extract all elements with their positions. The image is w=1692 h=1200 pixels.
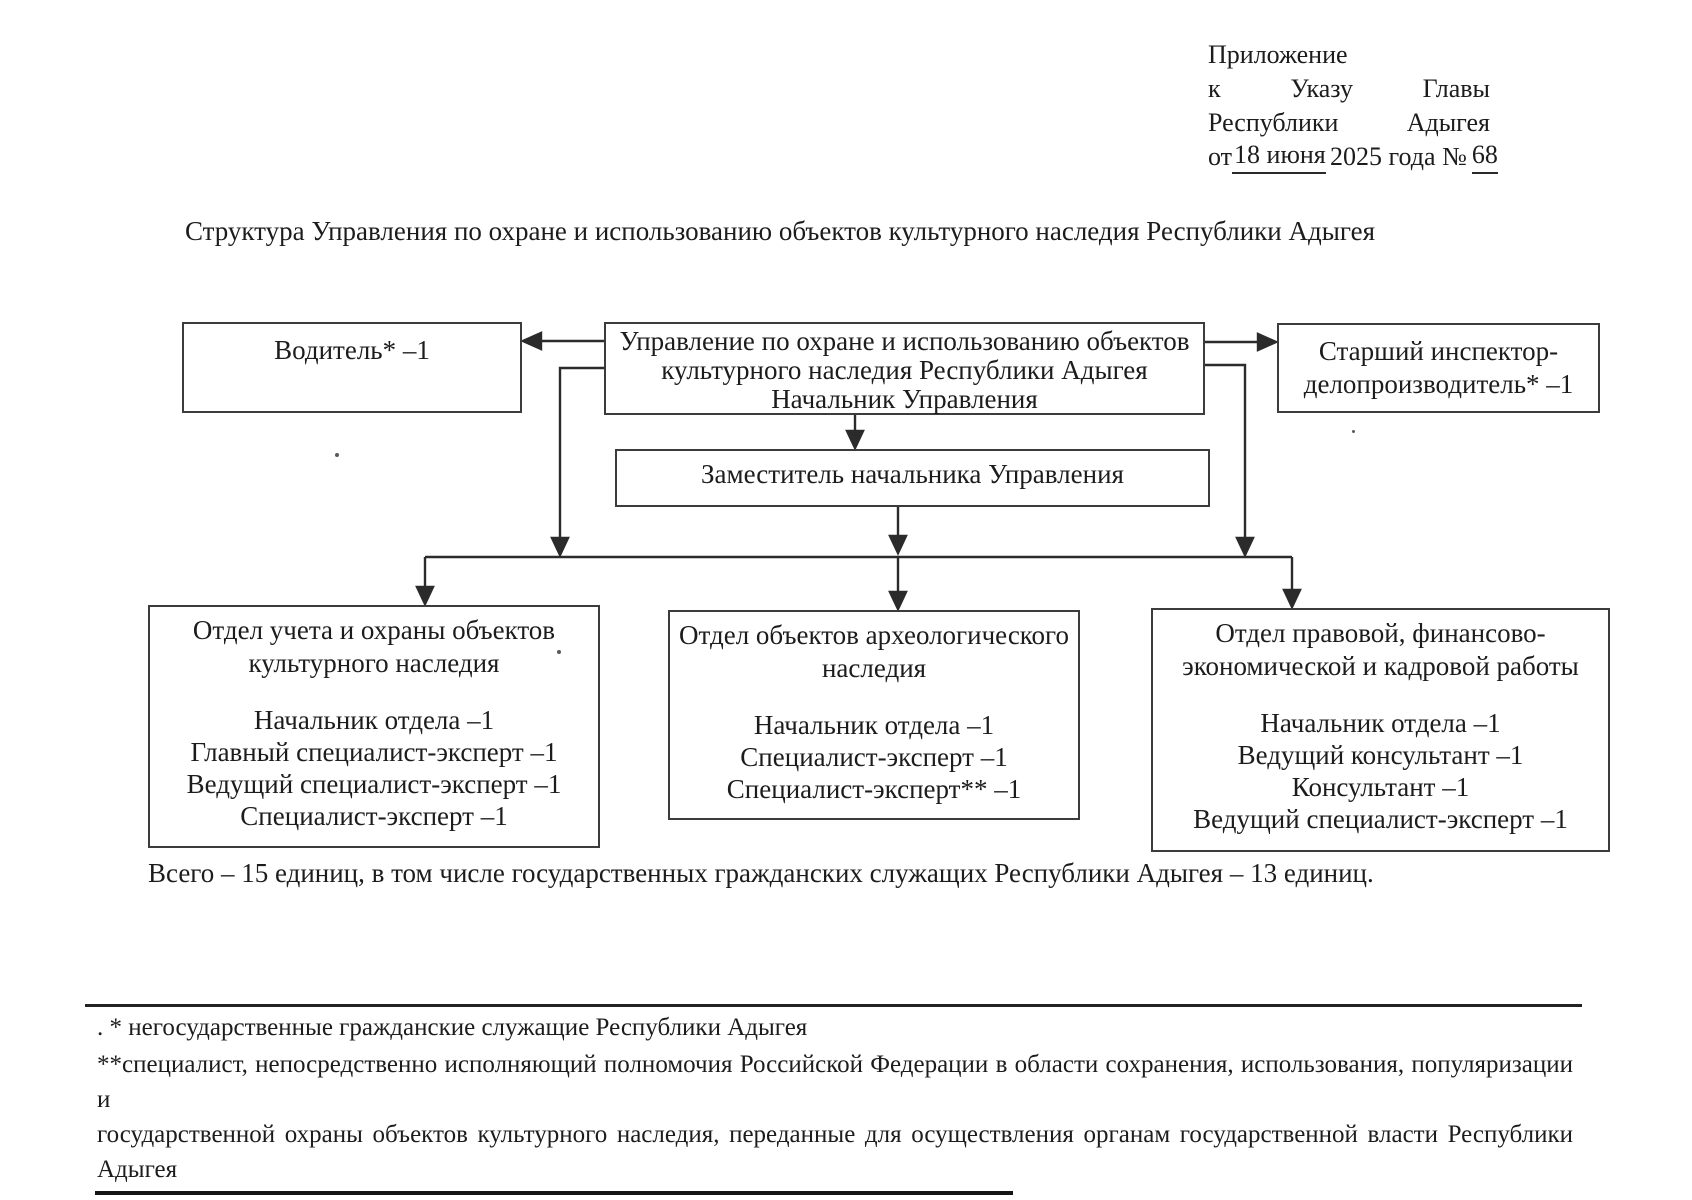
node-administration-head: Управление по охране и использованию объ… — [604, 322, 1205, 415]
dept-title: Отдел правовой, финансово- экономической… — [1153, 617, 1608, 683]
position-line: Начальник отдела –1 — [753, 710, 995, 740]
scan-speck — [557, 650, 561, 654]
dept-title-line: Отдел учета и охраны объектов — [192, 615, 556, 645]
decree-word: Республики — [1208, 108, 1339, 137]
dept-title-line: наследия — [821, 653, 927, 683]
node-clerk-line: Старший инспектор- — [1318, 336, 1559, 366]
connector-root-left-drop — [550, 366, 604, 558]
footnote-2-line: **специалист, непосредственно исполняющи… — [97, 1051, 1573, 1113]
connector-deputy-to-dept-archaeology — [888, 507, 908, 612]
scan-artifact-bar — [95, 1191, 1013, 1195]
dept-title-line: культурного наследия — [248, 648, 500, 678]
page-title: Структура Управления по охране и использ… — [184, 216, 1375, 246]
decree-word: Указу — [1290, 74, 1353, 103]
position-line: Специалист-эксперт** –1 — [726, 774, 1022, 804]
position-line: Ведущий консультант –1 — [1237, 740, 1524, 770]
position-line: Специалист-эксперт –1 — [740, 742, 1008, 772]
node-driver: Водитель* –1 — [182, 322, 522, 413]
node-driver-label: Водитель* –1 — [274, 335, 430, 365]
scan-speck — [335, 453, 339, 457]
connector-root-right-drop — [1205, 363, 1255, 558]
dept-positions: Начальник отдела –1 Ведущий консультант … — [1153, 707, 1608, 835]
scan-speck — [1352, 430, 1355, 433]
decree-line-3: Республики Адыгея — [1208, 106, 1490, 140]
decree-date-blank: 18 июня — [1232, 138, 1327, 174]
node-dept-legal: Отдел правовой, финансово- экономической… — [1151, 608, 1610, 852]
dept-title-line: Отдел правовой, финансово- — [1215, 618, 1546, 648]
decree-word: Главы — [1422, 74, 1490, 103]
decree-reference: Приложение к Указу Главы Республики Адыг… — [1208, 38, 1498, 174]
dept-positions: Начальник отдела –1 Специалист-эксперт –… — [670, 709, 1078, 805]
dept-positions: Начальник отдела –1 Главный специалист-э… — [150, 704, 598, 832]
dept-title: Отдел учета и охраны объектов культурног… — [150, 614, 598, 680]
node-deputy-label: Заместитель начальника Управления — [701, 459, 1124, 489]
footnote-2-line: государственной охраны объектов культурн… — [97, 1121, 1573, 1183]
decree-number-blank: 68 — [1471, 138, 1498, 174]
connector-root-to-driver — [520, 331, 604, 351]
connector-root-to-clerk — [1205, 332, 1279, 352]
position-line: Начальник отдела –1 — [1260, 708, 1501, 738]
connector-root-to-deputy — [845, 415, 865, 451]
footnote-2: **специалист, непосредственно исполняющи… — [97, 1047, 1573, 1187]
position-line: Консультант –1 — [1291, 772, 1470, 802]
decree-line-1: Приложение — [1208, 40, 1348, 69]
footnote-divider — [85, 1004, 1582, 1007]
decree-date-prefix: от — [1208, 142, 1233, 171]
node-root-line: культурного наследия Республики Адыгея — [661, 355, 1148, 385]
staff-total-line: Всего – 15 единиц, в том числе государст… — [148, 858, 1374, 888]
node-root-line: Управление по охране и использованию объ… — [619, 326, 1190, 356]
position-line: Начальник отдела –1 — [253, 705, 495, 735]
node-clerk-line: делопроизводитель* –1 — [1303, 369, 1574, 399]
node-root-line: Начальник Управления — [771, 384, 1038, 414]
node-dept-accounting: Отдел учета и охраны объектов культурног… — [148, 605, 600, 848]
decree-word: к — [1208, 74, 1221, 103]
decree-line-4: от 18 июня 2025 года № 68 — [1208, 138, 1498, 174]
dept-title: Отдел объектов археологического наследия — [670, 619, 1078, 685]
node-deputy-head: Заместитель начальника Управления — [615, 449, 1210, 507]
position-line: Специалист-эксперт –1 — [240, 801, 508, 831]
position-line: Ведущий специалист-эксперт –1 — [186, 769, 562, 799]
node-senior-inspector-clerk: Старший инспектор- делопроизводитель* –1 — [1277, 323, 1600, 413]
connector-to-dept-legal — [1282, 557, 1302, 610]
decree-line-2: к Указу Главы — [1208, 72, 1490, 106]
decree-word: Адыгея — [1406, 108, 1490, 137]
node-dept-archaeology: Отдел объектов археологического наследия… — [668, 610, 1080, 820]
dept-title-line: экономической и кадровой работы — [1182, 651, 1579, 681]
dept-title-line: Отдел объектов археологического — [679, 620, 1069, 650]
position-line: Ведущий специалист-эксперт –1 — [1193, 804, 1568, 834]
connector-to-dept-accounting — [415, 557, 435, 607]
decree-year-number: 2025 года № — [1330, 142, 1467, 171]
position-line: Главный специалист-эксперт –1 — [190, 737, 558, 767]
footnote-1: . * негосударственные гражданские служащ… — [97, 1014, 808, 1041]
